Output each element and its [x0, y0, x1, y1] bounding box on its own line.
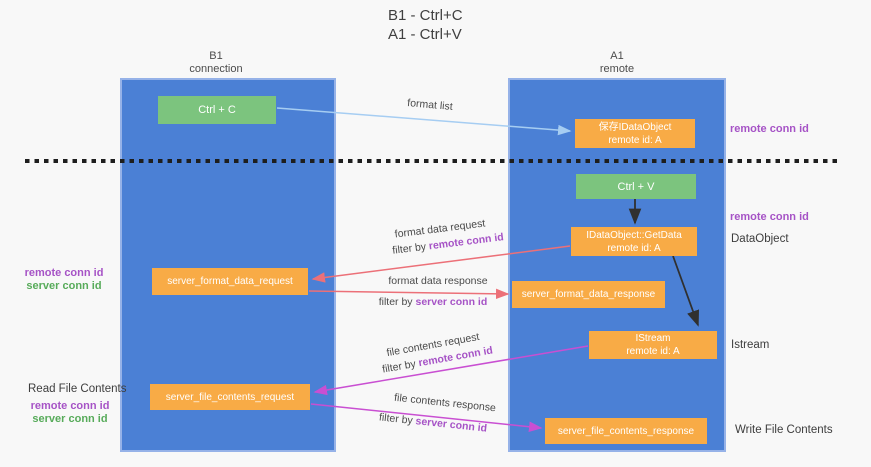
- left-conn-id-group-file: remote conn id server conn id: [20, 400, 120, 426]
- ctrl-v-label: Ctrl + V: [617, 180, 655, 193]
- diagram-title: B1 - Ctrl+C A1 - Ctrl+V: [388, 6, 463, 44]
- server-file-contents-request-node: server_file_contents_request: [150, 384, 310, 410]
- copy-paste-separator-line: [25, 159, 840, 163]
- format-list-label: format list: [406, 97, 454, 113]
- getdata-line2: remote id: A: [607, 242, 661, 254]
- format-data-response-arrow: [308, 288, 510, 300]
- left-conn-id-group-format: remote conn id server conn id: [14, 267, 114, 293]
- ctrl-c-node: Ctrl + C: [158, 96, 276, 124]
- title-line-1: B1 - Ctrl+C: [388, 7, 463, 24]
- server-file-contents-response-label: server_file_contents_response: [557, 425, 695, 437]
- save-idataobject-node: 保存IDataObject remote id: A: [575, 119, 695, 148]
- left-remote-conn-id-2: remote conn id: [30, 400, 110, 412]
- getdata-line1: IDataObject::GetData: [586, 229, 682, 241]
- ctrl-c-label: Ctrl + C: [198, 104, 236, 116]
- lane-header-a1: A1 remote: [557, 50, 677, 76]
- server-format-data-request-node: server_format_data_request: [152, 268, 308, 295]
- server-format-data-response-label: server_format_data_response: [521, 289, 656, 300]
- read-file-contents-label: Read File Contents: [28, 383, 127, 395]
- server-format-data-response-node: server_format_data_response: [512, 281, 665, 308]
- lane-header-b1: B1 connection: [156, 50, 276, 76]
- left-server-conn-id-2: server conn id: [32, 413, 108, 425]
- save-idataobject-line1: 保存IDataObject: [598, 121, 672, 133]
- filter-by-server-conn-id-label-1: filter by server conn id: [378, 296, 488, 308]
- remote-conn-id-label-mid: remote conn id: [730, 211, 809, 223]
- dataobject-label: DataObject: [731, 233, 789, 245]
- lane-a1-role: remote: [599, 63, 635, 75]
- lane-a1-name: A1: [610, 50, 624, 62]
- file-contents-response-label: file contents response: [393, 391, 497, 415]
- format-data-response-label: format data response: [388, 275, 488, 287]
- idataobject-getdata-node: IDataObject::GetData remote id: A: [571, 227, 697, 256]
- write-file-contents-label: Write File Contents: [735, 424, 833, 436]
- title-line-2: A1 - Ctrl+V: [388, 26, 462, 43]
- filter-by-server-conn-id-label-2: filter by server conn id: [378, 411, 488, 435]
- lane-b1-role: connection: [189, 63, 243, 75]
- server-file-contents-request-label: server_file_contents_request: [165, 391, 295, 403]
- istream-side-label: Istream: [731, 339, 770, 351]
- save-idataobject-line2: remote id: A: [608, 134, 662, 146]
- remote-conn-id-label-top: remote conn id: [730, 123, 809, 135]
- ctrl-v-node: Ctrl + V: [576, 174, 696, 199]
- lane-b1-name: B1: [209, 50, 223, 62]
- istream-line2: remote id: A: [626, 346, 680, 357]
- istream-node: IStream remote id: A: [589, 331, 717, 359]
- server-file-contents-response-node: server_file_contents_response: [545, 418, 707, 444]
- left-server-conn-id-1: server conn id: [26, 280, 102, 292]
- server-format-data-request-label: server_format_data_request: [167, 276, 293, 287]
- left-remote-conn-id-1: remote conn id: [24, 267, 104, 279]
- istream-line1: IStream: [635, 333, 671, 344]
